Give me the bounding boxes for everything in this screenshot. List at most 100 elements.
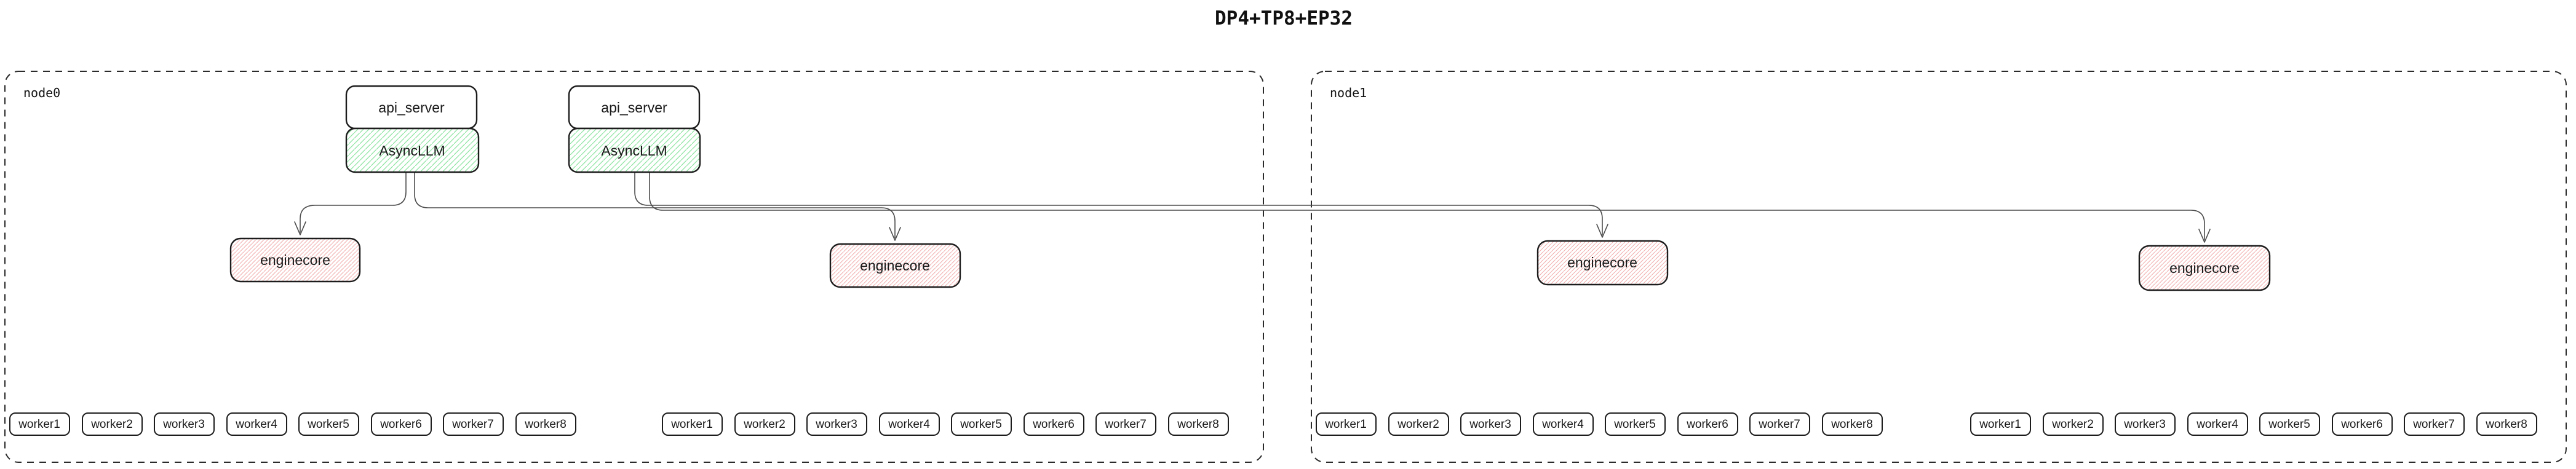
worker-box <box>1822 412 1883 436</box>
worker-label: worker8 <box>1831 418 1873 431</box>
enginecore-4: enginecore <box>2138 245 2271 291</box>
worker-box <box>951 412 1012 436</box>
api-server-label: api_server <box>601 100 667 116</box>
connectors <box>294 171 2211 243</box>
asyncllm-box <box>345 127 480 173</box>
worker-box <box>443 412 504 436</box>
worker-label: worker3 <box>162 418 205 431</box>
worker-label: worker2 <box>90 418 133 431</box>
worker-label: worker1 <box>1324 418 1367 431</box>
worker-box <box>1677 412 1738 436</box>
worker-box <box>2404 412 2465 436</box>
worker-label: worker7 <box>1758 418 1800 431</box>
worker-label: worker5 <box>960 418 1002 431</box>
worker-box <box>9 412 70 436</box>
worker-box <box>371 412 432 436</box>
asyncllm-box <box>568 127 701 173</box>
worker-group-node1-1: worker1 worker2 worker3 worker4 worker5 … <box>1316 412 1883 436</box>
worker-label: worker1 <box>670 418 713 431</box>
worker-label: worker7 <box>1104 418 1147 431</box>
worker-box <box>2332 412 2393 436</box>
enginecore-box <box>2138 245 2271 291</box>
enginecore-3: enginecore <box>1536 240 1669 286</box>
worker-box <box>1749 412 1810 436</box>
node0-label: node0 <box>23 85 60 100</box>
connector-asyncllm1-enginecore2 <box>414 171 896 238</box>
worker-box <box>298 412 359 436</box>
node0-container <box>4 71 1264 463</box>
worker-box <box>662 412 723 436</box>
worker-box <box>1095 412 1156 436</box>
worker-label: worker1 <box>1979 418 2021 431</box>
worker-box <box>226 412 287 436</box>
worker-label: worker7 <box>451 418 494 431</box>
worker-box <box>2476 412 2537 436</box>
enginecore-label: enginecore <box>860 258 930 274</box>
worker-box <box>82 412 143 436</box>
worker-label: worker1 <box>18 418 60 431</box>
worker-box <box>879 412 940 436</box>
worker-box <box>1460 412 1521 436</box>
enginecore-2: enginecore <box>829 243 961 288</box>
worker-label: worker8 <box>2485 418 2527 431</box>
arrowhead-enginecore4 <box>2198 229 2211 243</box>
connector-asyncllm2-enginecore4 <box>649 171 2205 240</box>
worker-box <box>734 412 795 436</box>
worker-label: worker4 <box>235 418 277 431</box>
worker-label: worker4 <box>2196 418 2238 431</box>
worker-label: worker3 <box>815 418 857 431</box>
worker-box <box>1024 412 1084 436</box>
worker-box <box>2115 412 2176 436</box>
worker-label: worker6 <box>1032 418 1075 431</box>
worker-label: worker5 <box>1613 418 1656 431</box>
node1-label: node1 <box>1330 85 1367 100</box>
worker-label: worker2 <box>2051 418 2094 431</box>
api-server-stack-2: api_server AsyncLLM <box>568 85 701 173</box>
worker-label: worker5 <box>307 418 349 431</box>
worker-box <box>1316 412 1377 436</box>
enginecore-label: enginecore <box>2169 260 2240 276</box>
worker-box <box>2043 412 2104 436</box>
enginecore-label: enginecore <box>260 252 330 268</box>
worker-label: worker7 <box>2412 418 2455 431</box>
worker-label: worker3 <box>2123 418 2166 431</box>
arrowhead-enginecore1 <box>294 221 306 235</box>
worker-group-node1-2: worker1 worker2 worker3 worker4 worker5 … <box>1970 412 2537 436</box>
worker-label: worker8 <box>1177 418 1219 431</box>
diagram-title: DP4+TP8+EP32 <box>1215 7 1353 30</box>
worker-box <box>515 412 576 436</box>
connector-asyncllm2-enginecore3 <box>634 171 1603 235</box>
api-server-label: api_server <box>378 100 445 116</box>
worker-label: worker2 <box>743 418 785 431</box>
worker-box <box>1388 412 1449 436</box>
worker-box <box>2259 412 2320 436</box>
enginecore-label: enginecore <box>1567 254 1637 270</box>
enginecore-box <box>829 243 961 288</box>
worker-label: worker6 <box>380 418 422 431</box>
worker-box <box>1168 412 1229 436</box>
worker-group-node0-2: worker1 worker2 worker3 worker4 worker5 … <box>662 412 1229 436</box>
asyncllm-label: AsyncLLM <box>601 143 667 159</box>
worker-label: worker4 <box>1541 418 1584 431</box>
worker-label: worker4 <box>888 418 930 431</box>
worker-label: worker8 <box>524 418 566 431</box>
worker-label: worker5 <box>2268 418 2310 431</box>
worker-box <box>806 412 867 436</box>
enginecore-box <box>1536 240 1669 286</box>
worker-group-node0-1: worker1 worker2 worker3 worker4 worker5 … <box>9 412 576 436</box>
arrowhead-enginecore3 <box>1596 224 1608 238</box>
worker-label: worker2 <box>1397 418 1439 431</box>
worker-box <box>154 412 215 436</box>
worker-box <box>1970 412 2031 436</box>
node1-container <box>1311 71 2567 463</box>
enginecore-1: enginecore <box>229 237 361 283</box>
arrowhead-enginecore2 <box>889 227 901 241</box>
worker-label: worker6 <box>1686 418 1728 431</box>
worker-box <box>1605 412 1666 436</box>
worker-box <box>1533 412 1594 436</box>
worker-label: worker3 <box>1469 418 1511 431</box>
worker-label: worker6 <box>2340 418 2383 431</box>
connector-asyncllm1-enginecore1 <box>300 171 407 233</box>
